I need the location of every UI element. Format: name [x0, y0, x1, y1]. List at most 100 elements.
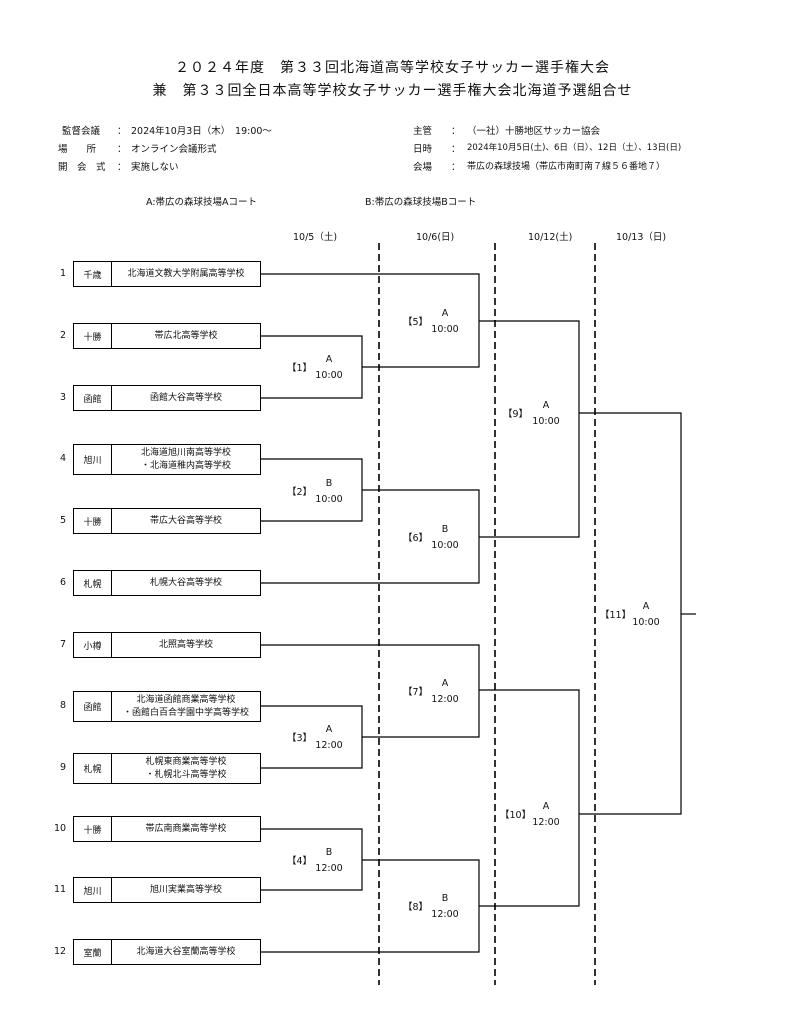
info-sep: ： — [451, 126, 461, 137]
match-court: B — [441, 893, 449, 904]
organizer: （一社）十勝地区サッカー協会 — [467, 126, 601, 137]
match-court: B — [325, 847, 333, 858]
match-court: A — [642, 601, 650, 612]
seed-number: 6 — [59, 577, 66, 588]
title-line-2: 兼 第３３回全日本高等学校女子サッカー選手権大会北海道予選組合せ — [152, 83, 633, 99]
event-venue: 帯広の森球技場（帯広市南町南７線５６番地７） — [467, 162, 666, 172]
team-school: 札幌大谷高等学校 — [149, 577, 222, 588]
info-label: 場 所 — [58, 144, 97, 155]
team-school: 帯広南商業高等学校 — [145, 823, 227, 834]
match-number: 【10】 — [500, 810, 532, 821]
team-box: 小樽 北照高等学校 — [73, 632, 261, 658]
team-region: 十勝 — [74, 509, 112, 533]
info-label: 監督会議 — [62, 126, 101, 137]
opening-ceremony: 実施しない — [131, 162, 179, 173]
match-time: 10:00 — [315, 494, 343, 505]
match-court: A — [441, 678, 449, 689]
team-region: 千歳 — [74, 262, 112, 286]
match-court: A — [542, 801, 550, 812]
team-region: 旭川 — [74, 878, 112, 902]
seed-number: 12 — [54, 946, 67, 957]
seed-number: 11 — [54, 884, 67, 895]
seed-number: 5 — [59, 515, 66, 526]
team-region: 札幌 — [74, 754, 112, 783]
match-9-lines — [479, 320, 580, 538]
match-time: 10:00 — [632, 617, 660, 628]
team-box: 十勝 帯広北高等学校 — [73, 323, 261, 349]
team-box: 札幌 札幌大谷高等学校 — [73, 570, 261, 596]
seed-number: 3 — [59, 392, 66, 403]
round-date: 10/5（土) — [293, 232, 338, 243]
match-number: 【6】 — [403, 533, 429, 544]
venue-b-legend: B:帯広の森球技場Bコート — [365, 197, 477, 208]
match-time: 12:00 — [431, 909, 459, 920]
team-box: 千歳 北海道文教大学附属高等学校 — [73, 261, 261, 287]
team-region: 室蘭 — [74, 940, 112, 964]
match-number: 【8】 — [403, 902, 429, 913]
match-time: 12:00 — [315, 740, 343, 751]
match-number: 【4】 — [287, 856, 313, 867]
round-date: 10/13（日) — [616, 232, 667, 243]
meeting-place: オンライン会議形式 — [131, 144, 217, 155]
team-school: 北照高等学校 — [158, 639, 213, 650]
venue-a-legend: A:帯広の森球技場Aコート — [146, 197, 258, 208]
match-court: A — [542, 400, 550, 411]
match-time: 10:00 — [431, 540, 459, 551]
team-box: 十勝 帯広南商業高等学校 — [73, 816, 261, 842]
info-sep: ： — [117, 144, 127, 155]
team-school: 北海道大谷室蘭高等学校 — [136, 946, 236, 957]
team-school: 札幌東商業高等学校・札幌北斗高等学校 — [145, 756, 227, 780]
team-school: 帯広北高等学校 — [154, 330, 218, 341]
team-box: 旭川 旭川実業高等学校 — [73, 877, 261, 903]
team-school: 北海道旭川南高等学校・北海道稚内高等学校 — [140, 447, 231, 471]
info-label: 開 会 式 — [58, 162, 106, 173]
team-region: 小樽 — [74, 633, 112, 657]
event-dates: 2024年10月5日(土)、6日（日）、12日（土）、13日(日) — [467, 143, 682, 153]
match-number: 【11】 — [600, 610, 632, 621]
meeting-datetime: 2024年10月3日（木） 19:00～ — [131, 126, 272, 137]
match-number: 【1】 — [287, 363, 313, 374]
team-school: 北海道函館商業高等学校・函館白百合学園中学高等学校 — [122, 694, 249, 718]
match-number: 【5】 — [403, 317, 429, 328]
info-sep: ： — [117, 162, 127, 173]
team-region: 函館 — [74, 386, 112, 410]
title-line-1: ２０２４年度 第３３回北海道高等学校女子サッカー選手権大会 — [175, 60, 610, 76]
match-court: A — [325, 354, 333, 365]
match-time: 12:00 — [315, 863, 343, 874]
team-school: 帯広大谷高等学校 — [149, 515, 222, 526]
info-sep: ： — [117, 126, 127, 137]
seed-number: 9 — [59, 762, 66, 773]
match-time: 10:00 — [431, 324, 459, 335]
info-sep: ： — [451, 162, 461, 173]
info-sep: ： — [451, 144, 461, 155]
info-label: 日時 — [413, 144, 433, 155]
match-number: 【7】 — [403, 687, 429, 698]
info-label: 主管 — [413, 126, 433, 137]
match-court: A — [441, 308, 449, 319]
match-number: 【2】 — [287, 487, 313, 498]
match-number: 【3】 — [287, 733, 313, 744]
team-school: 北海道文教大学附属高等学校 — [127, 268, 245, 279]
team-box: 旭川 北海道旭川南高等学校・北海道稚内高等学校 — [73, 444, 261, 475]
team-school: 旭川実業高等学校 — [149, 884, 222, 895]
match-10-lines — [479, 689, 580, 907]
match-court: B — [441, 524, 449, 535]
match-number: 【9】 — [503, 409, 529, 420]
seed-number: 2 — [59, 330, 66, 341]
match-time: 12:00 — [532, 817, 560, 828]
round-date: 10/6(日) — [416, 232, 455, 243]
match-7-lines — [261, 644, 480, 738]
team-region: 旭川 — [74, 445, 112, 474]
seed-number: 4 — [59, 453, 66, 464]
match-time: 10:00 — [315, 370, 343, 381]
team-box: 函館 北海道函館商業高等学校・函館白百合学園中学高等学校 — [73, 691, 261, 722]
round-date: 10/12(土) — [528, 232, 573, 243]
team-box: 十勝 帯広大谷高等学校 — [73, 508, 261, 534]
match-court: A — [325, 724, 333, 735]
team-box: 函館 函館大谷高等学校 — [73, 385, 261, 411]
team-region: 函館 — [74, 692, 112, 721]
match-court: B — [325, 478, 333, 489]
team-box: 札幌 札幌東商業高等学校・札幌北斗高等学校 — [73, 753, 261, 784]
seed-number: 10 — [54, 823, 67, 834]
